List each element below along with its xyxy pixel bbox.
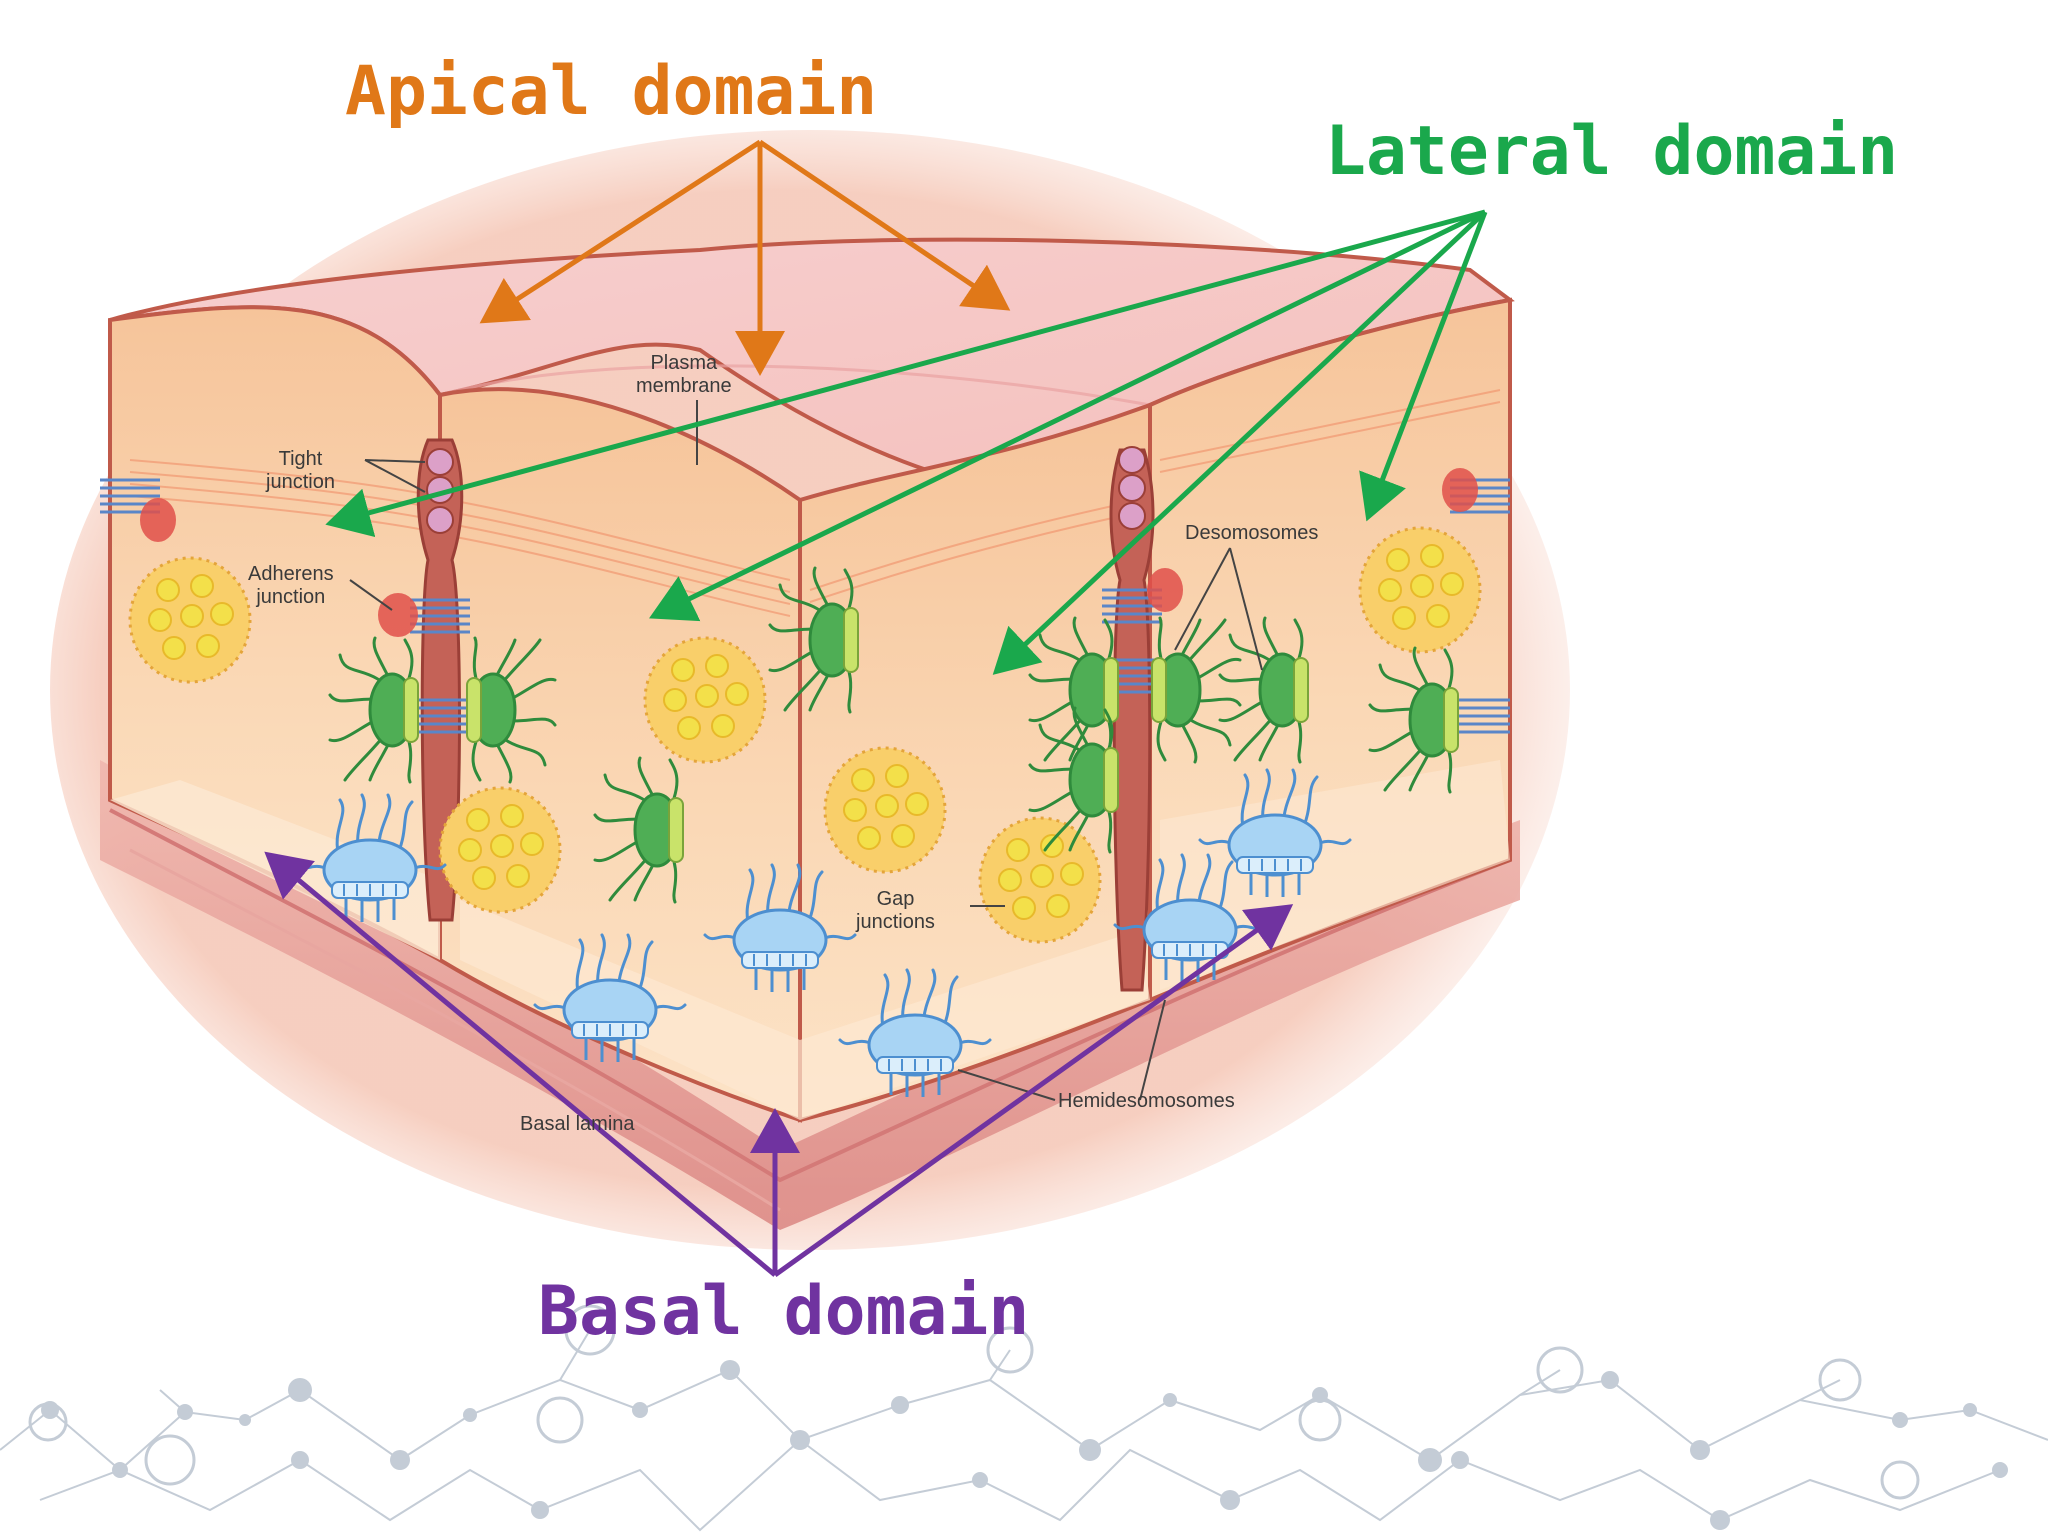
gap-junctions-label-line2: junctions bbox=[856, 911, 935, 933]
desmosomes-label: Desomosomes bbox=[1185, 522, 1319, 544]
basal-domain-title: Basal domain bbox=[538, 1272, 1030, 1351]
gap-junctions-label: Gap junctions bbox=[856, 888, 935, 934]
basal-lamina-label: Basal lamina bbox=[520, 1113, 635, 1135]
yellow-secretory-vesicle-icon bbox=[438, 786, 562, 914]
plasma-membrane-label-line2: membrane bbox=[636, 375, 732, 397]
tight-junction-label-line2: junction bbox=[266, 471, 335, 493]
adherens-junction-label-line1: Adherens bbox=[248, 563, 334, 585]
tissue-block bbox=[50, 130, 1570, 1250]
plasma-membrane-label: Plasma membrane bbox=[636, 352, 732, 398]
yellow-secretory-vesicle-icon bbox=[643, 636, 767, 764]
yellow-secretory-vesicle-icon bbox=[978, 816, 1102, 944]
adherens-junction-label-line2: junction bbox=[256, 586, 326, 608]
apical-arrows bbox=[479, 139, 1011, 376]
lateral-domain-title: Lateral domain bbox=[1325, 112, 1899, 191]
lateral-arrows bbox=[325, 209, 1488, 675]
apical-domain-title: Apical domain bbox=[345, 52, 878, 131]
plasma-membrane-label-line1: Plasma bbox=[650, 352, 718, 374]
network-rings bbox=[28, 1304, 1920, 1500]
adherens-junction-label: Adherens junction bbox=[248, 563, 334, 609]
gap-junctions-label-line1: Gap bbox=[876, 888, 915, 910]
tight-junction-label: Tight junction bbox=[266, 448, 335, 494]
yellow-secretory-vesicle-icon bbox=[128, 556, 252, 684]
tight-junction-label-line1: Tight bbox=[278, 448, 323, 470]
network-nodes bbox=[41, 1360, 2008, 1530]
hemidesmosomes-label: Hemidesomosomes bbox=[1058, 1090, 1235, 1112]
yellow-secretory-vesicle-icon bbox=[823, 746, 947, 874]
network-background bbox=[0, 1329, 2048, 1532]
label-leaders bbox=[349, 400, 1263, 1101]
basal-lamina-layer bbox=[100, 760, 1520, 1230]
yellow-secretory-vesicle-icon bbox=[1358, 526, 1482, 654]
basal-arrows bbox=[264, 851, 1294, 1278]
